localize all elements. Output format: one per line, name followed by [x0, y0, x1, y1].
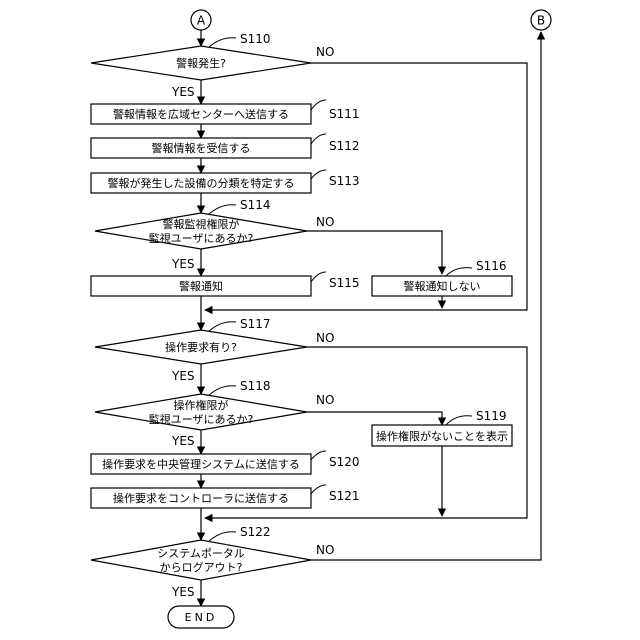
- process-s111: 警報情報を広域センターへ送信する: [91, 104, 311, 124]
- step-id-s112: S112: [329, 139, 360, 153]
- decision-s110: 警報発生?: [91, 46, 311, 80]
- no-label-s118: NO: [316, 393, 334, 407]
- decision-s114: 警報監視権限が 監視ユーザにあるか?: [95, 213, 307, 249]
- process-s116: 警報通知しない: [372, 276, 512, 296]
- process-s115-text: 警報通知: [179, 279, 223, 293]
- no-label-s110: NO: [316, 45, 334, 59]
- decision-s118: 操作権限が 監視ユーザにあるか?: [95, 394, 307, 430]
- process-s115: 警報通知: [91, 276, 311, 296]
- yes-label-s114: YES: [171, 257, 195, 271]
- step-id-s120: S120: [329, 455, 360, 469]
- process-s119-text: 操作権限がないことを表示: [376, 429, 508, 443]
- step-id-s115: S115: [329, 276, 360, 290]
- connector-a-label: A: [197, 14, 206, 28]
- decision-s122-line2: からログアウト?: [160, 560, 243, 574]
- decision-s110-text: 警報発生?: [176, 56, 226, 70]
- step-id-s110: S110: [240, 32, 271, 46]
- process-s112: 警報情報を受信する: [91, 138, 311, 158]
- no-label-s122: NO: [316, 543, 334, 557]
- step-id-s117: S117: [240, 317, 271, 331]
- step-id-s118: S118: [240, 379, 271, 393]
- connector-a: A: [191, 10, 211, 30]
- yes-label-s117: YES: [171, 369, 195, 383]
- step-id-s119: S119: [476, 409, 507, 423]
- yes-label-s118: YES: [171, 434, 195, 448]
- process-s121-text: 操作要求をコントローラに送信する: [113, 491, 289, 505]
- terminator-end: END: [168, 606, 234, 628]
- no-label-s114: NO: [316, 215, 334, 229]
- step-id-s121: S121: [329, 489, 360, 503]
- yes-label-s122: YES: [171, 585, 195, 599]
- step-id-s111: S111: [329, 107, 360, 121]
- decision-s114-line1: 警報監視権限が: [163, 217, 240, 231]
- process-s113: 警報が発生した設備の分類を特定する: [91, 173, 311, 193]
- process-s112-text: 警報情報を受信する: [152, 141, 251, 155]
- process-s113-text: 警報が発生した設備の分類を特定する: [108, 176, 295, 190]
- decision-s118-line2: 監視ユーザにあるか?: [149, 412, 254, 426]
- decision-s118-line1: 操作権限が: [174, 398, 229, 412]
- process-s119: 操作権限がないことを表示: [372, 425, 512, 446]
- decision-s117-text: 操作要求有り?: [165, 340, 237, 354]
- no-label-s117: NO: [316, 331, 334, 345]
- connector-b: B: [531, 10, 551, 30]
- step-id-s116: S116: [476, 259, 507, 273]
- process-s116-text: 警報通知しない: [404, 279, 481, 293]
- process-s111-text: 警報情報を広域センターへ送信する: [113, 107, 289, 121]
- process-s120: 操作要求を中央管理システムに送信する: [91, 454, 311, 474]
- step-id-s113: S113: [329, 174, 360, 188]
- connector-b-label: B: [537, 14, 545, 28]
- decision-s117: 操作要求有り?: [95, 330, 307, 364]
- step-id-s122: S122: [240, 525, 271, 539]
- process-s120-text: 操作要求を中央管理システムに送信する: [102, 457, 300, 471]
- yes-label-s110: YES: [171, 85, 195, 99]
- decision-s122-line1: システムポータル: [157, 547, 245, 560]
- decision-s114-line2: 監視ユーザにあるか?: [149, 231, 254, 245]
- process-s121: 操作要求をコントローラに送信する: [91, 488, 311, 508]
- terminator-end-text: END: [185, 611, 218, 624]
- decision-s122: システムポータル からログアウト?: [91, 540, 311, 580]
- step-id-s114: S114: [240, 198, 271, 212]
